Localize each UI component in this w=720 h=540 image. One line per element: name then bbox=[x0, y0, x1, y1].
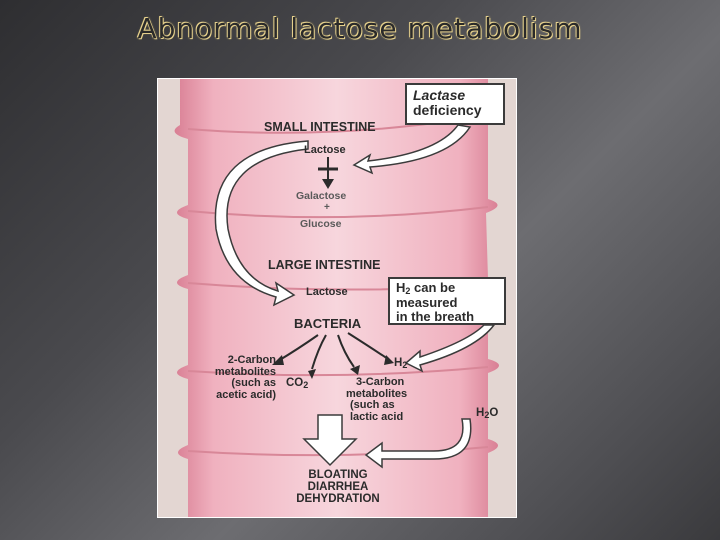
lactase-deficiency-callout: Lactase deficiency bbox=[405, 83, 505, 125]
lactose-diagram: Lactase deficiency SMALL INTESTINE Lacto… bbox=[157, 78, 517, 518]
callout-deficiency-line2: deficiency bbox=[413, 101, 482, 118]
outcomes-label: BLOATING DIARRHEA DEHYDRATION bbox=[296, 469, 380, 506]
h2o-label: H2O bbox=[476, 407, 499, 420]
two-carbon-label: 2-Carbon metabolites (such as acetic aci… bbox=[214, 354, 276, 401]
galactose-label: Galactose bbox=[296, 190, 347, 202]
h2-callout-line1: H2 can be bbox=[396, 280, 456, 296]
h2o-arrow bbox=[364, 418, 472, 469]
plus-label: + bbox=[324, 202, 330, 213]
slide-title: Abnormal lactose metabolism bbox=[137, 12, 583, 45]
deficiency-arrow bbox=[352, 124, 472, 175]
bacteria-label: BACTERIA bbox=[294, 316, 362, 331]
co2-label: CO2 bbox=[286, 377, 309, 390]
callout-deficiency-line1: Lactase bbox=[413, 87, 466, 103]
bacteria-arrowheads bbox=[272, 355, 394, 379]
intestine-wall bbox=[174, 79, 499, 517]
h2-breath-callout: H2 can be measured in the breath bbox=[388, 277, 506, 325]
transit-arrow bbox=[214, 140, 309, 307]
lactose-top-label: Lactose bbox=[304, 144, 346, 156]
large-intestine-label: LARGE INTESTINE bbox=[268, 258, 381, 272]
blocked-conversion-arrow bbox=[318, 157, 338, 189]
h2-callout-line2: measured bbox=[396, 295, 458, 311]
glucose-label: Glucose bbox=[300, 218, 342, 230]
outcome-arrow bbox=[302, 414, 358, 467]
h2-callout-line3: in the breath bbox=[396, 309, 475, 325]
h2-label: H2 bbox=[394, 357, 408, 370]
small-intestine-label: SMALL INTESTINE bbox=[264, 120, 376, 134]
h2-callout-arrow bbox=[404, 324, 496, 373]
three-carbon-label: 3-Carbon metabolites (such as lactic aci… bbox=[346, 376, 408, 423]
lactose-bottom-label: Lactose bbox=[306, 286, 348, 298]
